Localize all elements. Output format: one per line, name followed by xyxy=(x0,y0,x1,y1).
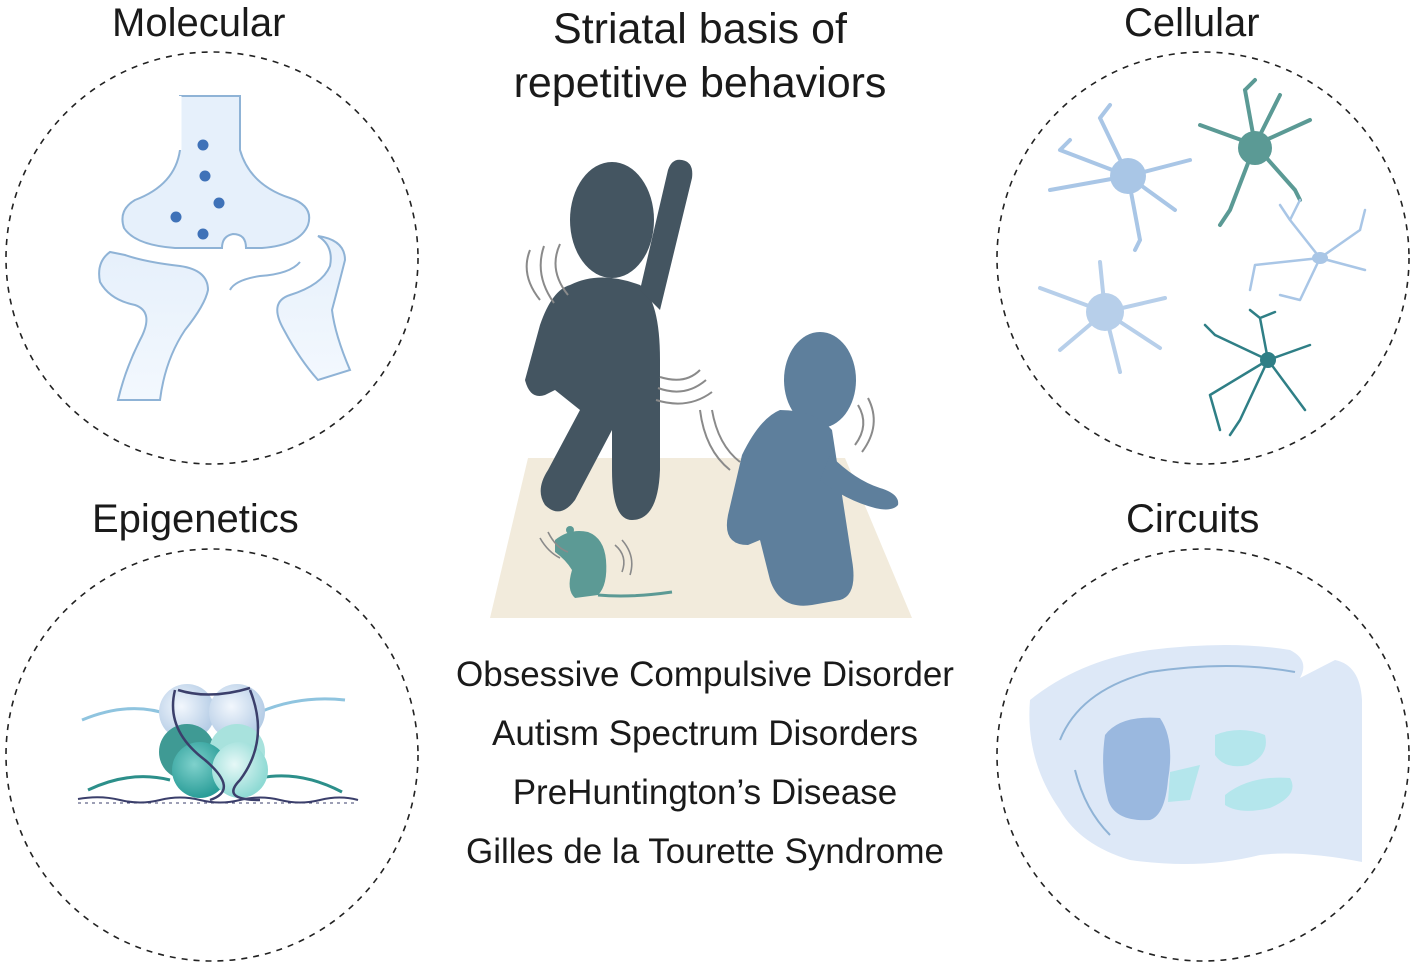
disorder-item: Autism Spectrum Disorders xyxy=(492,714,918,753)
panel-label-molecular: Molecular xyxy=(112,1,286,45)
diagram-title: Striatal basis of repetitive behaviors xyxy=(440,2,960,110)
panel-label-circuits: Circuits xyxy=(1126,497,1260,541)
central-scene xyxy=(490,159,912,618)
vesicle xyxy=(213,197,225,209)
motion-lines xyxy=(539,531,633,576)
molecular-circle xyxy=(5,51,419,465)
synapse-illustration xyxy=(98,95,352,401)
vesicle xyxy=(197,228,209,240)
vesicle xyxy=(197,139,209,151)
vesicle xyxy=(170,211,182,223)
cellular-circle xyxy=(996,51,1410,465)
brain-section-illustration xyxy=(1029,645,1362,864)
title-line-1: Striatal basis of xyxy=(553,5,847,53)
epigenetics-circle xyxy=(5,548,419,962)
adult-figure xyxy=(525,159,693,520)
disorder-item: PreHuntington’s Disease xyxy=(512,773,898,812)
circuits-circle xyxy=(996,548,1410,962)
title-line-2: repetitive behaviors xyxy=(513,59,887,107)
disorder-list: Obsessive Compulsive Disorder Autism Spe… xyxy=(400,645,1010,881)
disorder-item: Obsessive Compulsive Disorder xyxy=(456,655,954,694)
cell-illustrations xyxy=(1038,78,1367,437)
disorder-item: Gilles de la Tourette Syndrome xyxy=(466,832,944,871)
motion-lines xyxy=(854,397,875,453)
nucleosome-illustration xyxy=(77,684,359,804)
motion-lines xyxy=(525,243,741,471)
child-figure xyxy=(726,332,899,606)
mouse-figure xyxy=(555,526,673,598)
panel-label-epigenetics: Epigenetics xyxy=(92,497,299,541)
panel-label-cellular: Cellular xyxy=(1124,1,1260,45)
vesicle xyxy=(199,170,211,182)
